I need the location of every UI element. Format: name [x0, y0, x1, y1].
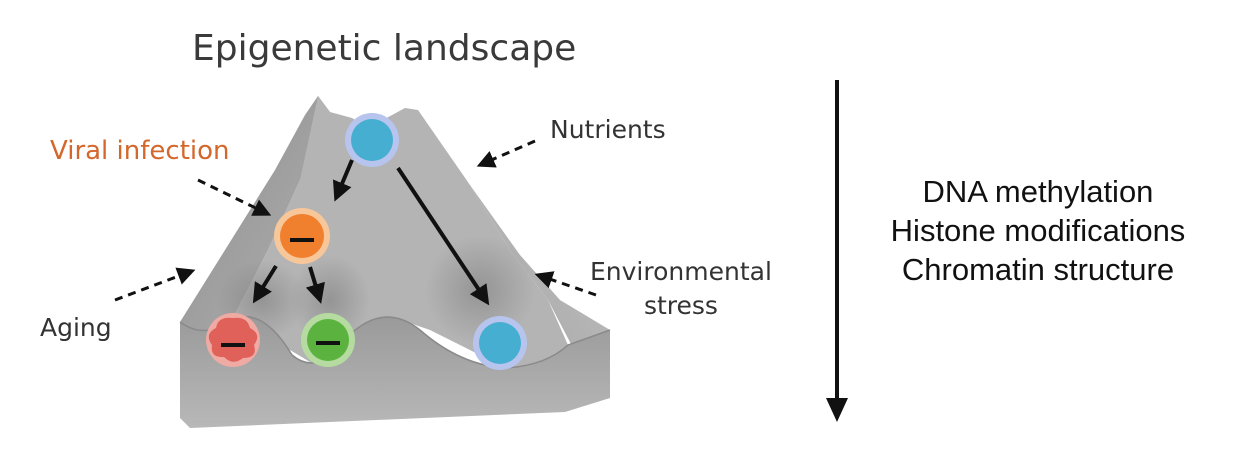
minus-icon	[221, 343, 245, 347]
viral-infection-label: Viral infection	[50, 136, 230, 166]
differentiation-arrows	[252, 159, 490, 306]
mark-dna-methylation: DNA methylation	[922, 174, 1154, 209]
time-direction-arrowhead	[826, 398, 848, 422]
mark-histone-modifications: Histone modifications	[890, 213, 1186, 248]
environmental-stress-label: Environmental stress	[590, 255, 772, 323]
env-stress-influence-arrow	[534, 271, 597, 297]
arrow-orange-to-red	[252, 264, 278, 304]
aging-label: Aging	[40, 313, 112, 342]
green-cell	[301, 313, 355, 367]
landscape-left-face	[180, 96, 330, 340]
diagram-title: Epigenetic landscape	[192, 28, 577, 69]
landscape-front-face	[180, 316, 610, 428]
damaged-cell-icon	[208, 317, 258, 362]
orange-cell	[274, 208, 330, 264]
arrow-orange-to-green	[305, 266, 325, 304]
mark-chromatin-structure: Chromatin structure	[901, 252, 1175, 287]
landscape-right-face	[418, 110, 610, 346]
stem-cell	[345, 113, 399, 167]
arrow-stem-to-blue	[396, 166, 490, 306]
influence-arrows	[114, 139, 597, 302]
blue-cell	[473, 316, 527, 370]
nutrients-influence-arrow	[476, 139, 536, 168]
aging-influence-arrow	[114, 267, 196, 302]
red-cell	[206, 313, 260, 367]
environmental-stress-line-2: stress	[643, 291, 718, 320]
environmental-stress-line-1: Environmental	[590, 257, 772, 286]
minus-icon	[290, 238, 314, 242]
epigenetic-marks-list: DNA methylation Histone modifications Ch…	[868, 172, 1208, 289]
arrow-stem-to-orange	[332, 159, 354, 202]
nutrients-label: Nutrients	[550, 115, 666, 144]
minus-icon	[316, 341, 340, 345]
